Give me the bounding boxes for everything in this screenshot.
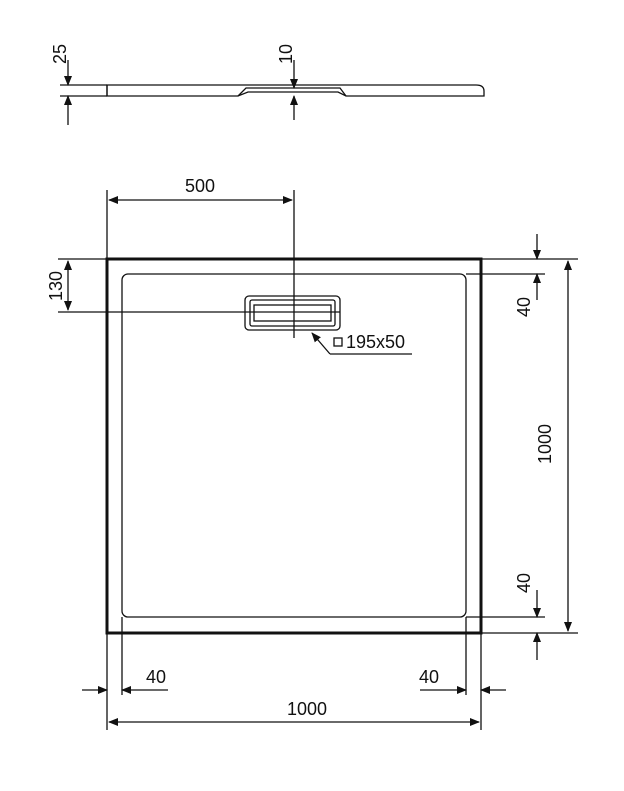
dim-1000-horizontal-label: 1000 (287, 699, 327, 719)
drain-leader-arrow (311, 332, 331, 355)
tray-profile (106, 84, 485, 97)
dim-500-label: 500 (185, 176, 215, 196)
top-view: 500 130 195x50 40 1000 40 (46, 176, 578, 730)
dim-130-label: 130 (46, 271, 66, 301)
drain-grate (244, 295, 341, 331)
drain-size-label: 195x50 (346, 332, 405, 352)
square-symbol-icon (333, 337, 343, 347)
dim-40-bottom-right-h-label: 40 (419, 667, 439, 687)
dim-40-bottom-right-label: 40 (514, 573, 534, 593)
dim-25-label: 25 (50, 44, 70, 64)
dim-1000-vertical-label: 1000 (535, 424, 555, 464)
dim-10-label: 10 (276, 44, 296, 64)
dim-40-bottom-left-label: 40 (146, 667, 166, 687)
dim-40-top-right-label: 40 (514, 297, 534, 317)
side-view: 25 10 (50, 44, 485, 125)
